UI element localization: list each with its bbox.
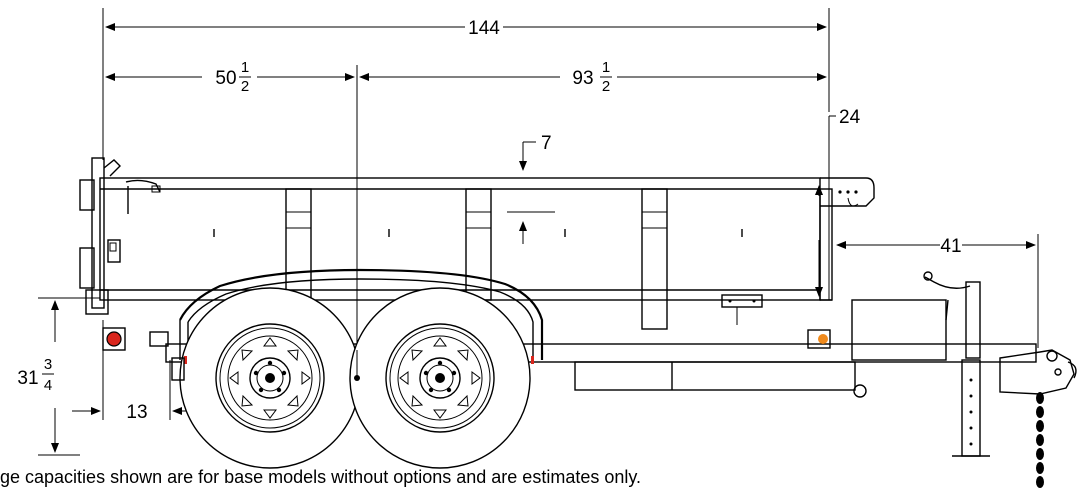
dimension-stake-gap: 7 — [507, 133, 555, 244]
safety-chain — [1036, 392, 1044, 488]
rear-bumper — [149, 331, 185, 381]
dim-side-height-text: 24 — [839, 107, 861, 128]
tongue-jack — [923, 271, 990, 457]
footnote-text: ge capacities shown are for base models … — [0, 467, 642, 487]
dim-overall-length-text: 144 — [468, 18, 500, 39]
dimension-axle-to-front: 93 1 2 — [356, 59, 827, 350]
coupler — [999, 349, 1077, 395]
dimension-deck-height: 31 3 4 — [17, 297, 100, 456]
dim-rear-num: 1 — [241, 59, 249, 76]
dimension-rear-to-axle: 50 1 2 — [105, 59, 355, 95]
dimension-side-height: 24 — [815, 107, 861, 300]
dim-rear-whole: 50 — [215, 68, 236, 89]
side-marker-light — [807, 329, 831, 349]
front-reflector — [531, 356, 534, 364]
rear-reflector — [184, 356, 187, 364]
wheel-front — [349, 287, 531, 469]
dim-rear-overhang-text: 13 — [126, 402, 147, 423]
dim-front-whole: 93 — [572, 68, 593, 89]
wheel-rear — [179, 287, 361, 469]
rear-tail-light — [102, 327, 126, 351]
rear-gate — [79, 157, 161, 315]
dim-tongue-text: 41 — [940, 236, 961, 257]
dim-deck-num: 3 — [44, 356, 52, 373]
dim-stake-gap-text: 7 — [541, 133, 552, 154]
dimension-tongue-length: 41 — [836, 234, 1039, 348]
dim-rear-den: 2 — [241, 78, 249, 95]
dimension-overall-length: 144 — [102, 8, 830, 160]
dim-front-num: 1 — [602, 59, 610, 76]
dim-deck-whole: 31 — [17, 368, 38, 389]
dim-front-den: 2 — [602, 78, 610, 95]
dim-deck-den: 4 — [44, 377, 52, 394]
